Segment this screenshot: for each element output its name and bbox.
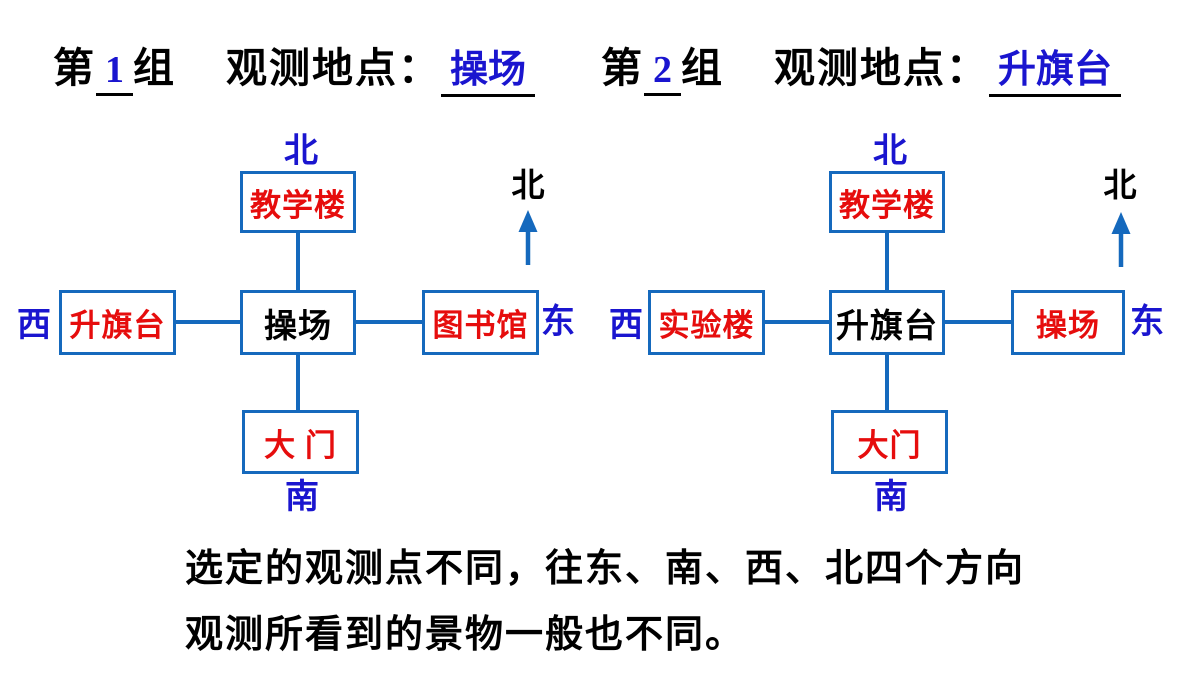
connector-line — [176, 320, 240, 324]
north-building-box: 教学楼 — [240, 171, 356, 233]
header-group-2: 第 2 组 观测地点： 升旗台 — [601, 34, 1122, 97]
conclusion-line-1: 选定的观测点不同，往东、南、西、北四个方向 — [185, 548, 1026, 590]
group1-prefix: 第 — [53, 45, 96, 91]
north-direction-label: 北 — [284, 133, 318, 170]
conclusion-line-2: 观测所看到的景物一般也不同。 — [185, 614, 746, 656]
south-direction-label: 南 — [874, 479, 908, 516]
north-arrow-icon — [1111, 212, 1131, 267]
north-building-box: 教学楼 — [829, 171, 945, 233]
observation-diagram-1: 北 教学楼 升旗台 操场 图书馆 大 门 西 东 南 北 — [0, 120, 590, 530]
header-group-1: 第 1 组 观测地点： 操场 — [53, 34, 536, 97]
compass-north-label: 北 — [1103, 168, 1137, 205]
conclusion-text: 选定的观测点不同，往东、南、西、北四个方向 观测所看到的景物一般也不同。 — [185, 536, 1025, 668]
group1-question: 观测地点： — [226, 45, 441, 91]
north-direction-label: 北 — [873, 133, 907, 170]
connector-line — [945, 320, 1011, 324]
east-direction-label: 东 — [1130, 304, 1164, 341]
north-arrow-icon — [518, 210, 538, 265]
group2-prefix: 第 — [601, 45, 644, 91]
west-direction-label: 西 — [17, 307, 51, 344]
center-observation-box: 升旗台 — [829, 290, 945, 355]
connector-line — [765, 320, 829, 324]
group2-answer-blank: 升旗台 — [989, 38, 1122, 97]
east-building-box: 操场 — [1011, 290, 1125, 355]
group2-suffix: 组 — [681, 45, 724, 91]
compass-north-label: 北 — [511, 168, 545, 205]
connector-line — [296, 355, 300, 410]
west-building-box: 实验楼 — [648, 290, 765, 355]
east-direction-label: 东 — [541, 304, 575, 341]
west-direction-label: 西 — [609, 307, 643, 344]
connector-line — [296, 233, 300, 290]
group1-suffix: 组 — [133, 45, 176, 91]
group2-number-blank: 2 — [644, 48, 681, 96]
west-building-box: 升旗台 — [59, 290, 176, 355]
connector-line — [356, 320, 422, 324]
south-building-box: 大 门 — [242, 410, 359, 474]
connector-line — [885, 233, 889, 290]
east-building-box: 图书馆 — [422, 290, 539, 355]
observation-diagram-2: 北 教学楼 实验楼 升旗台 操场 大门 西 东 南 北 — [589, 120, 1179, 530]
south-direction-label: 南 — [285, 479, 319, 516]
group1-answer-blank: 操场 — [441, 38, 536, 97]
connector-line — [885, 355, 889, 410]
group2-question: 观测地点： — [774, 45, 989, 91]
south-building-box: 大门 — [831, 410, 948, 474]
group1-number-blank: 1 — [96, 48, 133, 96]
center-observation-box: 操场 — [240, 290, 356, 355]
